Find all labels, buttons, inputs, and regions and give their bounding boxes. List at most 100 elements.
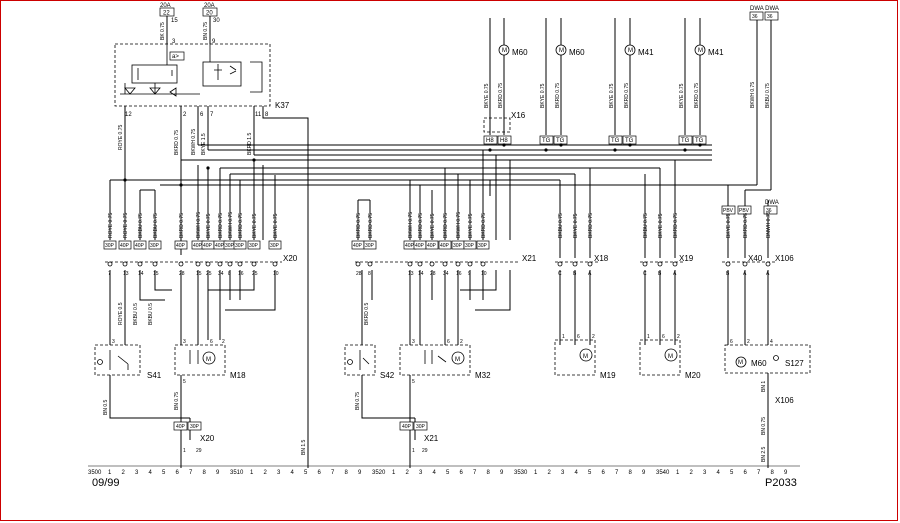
svg-text:M: M — [206, 357, 211, 363]
pin-number: 16 — [238, 271, 244, 277]
connector-tag-text: 40P — [193, 243, 203, 249]
svg-text:6: 6 — [447, 339, 450, 345]
pin-number: 15 — [153, 271, 159, 277]
connector-pin — [442, 261, 448, 267]
svg-text:BKYE 1.5: BKYE 1.5 — [201, 133, 207, 155]
svg-text:ROYE 0.75: ROYE 0.75 — [118, 124, 124, 150]
scale-digit: 8 — [629, 470, 633, 476]
connector-tag-text: 40P — [415, 243, 425, 249]
svg-text:29: 29 — [196, 448, 202, 454]
scale-digit: 3 — [419, 470, 423, 476]
scale-marker: 3500 — [88, 470, 102, 476]
fuse-right: 20A 20 30 — [202, 3, 220, 24]
footer-page: P2033 — [765, 477, 797, 489]
wire-label: ROYE 0.75 — [123, 212, 129, 238]
scale-digit: 1 — [676, 470, 680, 476]
svg-text:TG: TG — [611, 138, 620, 144]
connector-tag — [425, 240, 439, 250]
wire-label: BKRD 0.75 — [368, 213, 374, 238]
scale-digit: 5 — [304, 470, 308, 476]
scale-marker: 3510 — [230, 470, 244, 476]
scale-digit: 9 — [358, 470, 362, 476]
top-tags: H8 H8 TG TG TG TG TG TG — [483, 135, 707, 145]
connector-x21: BKRD 0.75 40P 28 BKRD 0.75 30P 8 BKWH 0.75 40P 1… — [351, 212, 490, 277]
connector-tag — [148, 240, 162, 250]
component-label: K37 — [275, 101, 290, 110]
fuse-pin: 15 — [171, 18, 178, 24]
connector-pin — [429, 261, 435, 267]
scale-digit: 8 — [487, 470, 491, 476]
connector-tag — [174, 240, 188, 250]
connector-pin — [227, 261, 233, 267]
svg-text:X21: X21 — [424, 434, 439, 443]
connector-pin — [417, 261, 423, 267]
scale-digit: 6 — [176, 470, 180, 476]
connector-tag-text: 40P — [120, 243, 130, 249]
wire-label: BKRD 0.75 — [588, 213, 594, 238]
pin-number: 10 — [481, 271, 487, 277]
svg-text:3: 3 — [172, 39, 176, 45]
fuse-rating: 20A — [160, 3, 171, 9]
svg-text:M60: M60 — [569, 48, 585, 57]
connector-pin — [178, 261, 184, 267]
scale-digit: 7 — [473, 470, 477, 476]
svg-text:5: 5 — [412, 379, 415, 385]
connector-tag — [268, 240, 282, 250]
wire-label: BKRD 0.75 — [218, 213, 224, 238]
connector-pin — [467, 261, 473, 267]
wire-label: BKYE 0.75 — [252, 213, 258, 238]
svg-text:2: 2 — [183, 112, 187, 118]
connector-pin — [195, 261, 201, 267]
svg-text:BKYE 0.75: BKYE 0.75 — [679, 83, 685, 108]
svg-text:3: 3 — [112, 339, 115, 345]
svg-text:BKRD 1.5: BKRD 1.5 — [247, 133, 253, 155]
svg-text:PBV: PBV — [723, 208, 734, 214]
pin-number: 8 — [368, 271, 371, 277]
connector-tag — [247, 240, 261, 250]
connector-label: X20 — [283, 254, 298, 263]
wire-label: BKBU 0.75 — [643, 213, 649, 238]
scale-digit: 2 — [548, 470, 552, 476]
svg-text:BN 0.75: BN 0.75 — [174, 392, 180, 410]
connector-pin — [765, 261, 771, 267]
pin-number: 25 — [252, 271, 258, 277]
connector-tag — [133, 240, 147, 250]
svg-text:BKRD 0.75: BKRD 0.75 — [624, 83, 630, 108]
svg-text:BKBU 0.75: BKBU 0.75 — [765, 83, 771, 108]
wire-label: BKRD 0.75 — [743, 213, 749, 238]
connector-pin — [572, 261, 578, 267]
svg-text:M19: M19 — [600, 371, 616, 380]
scale-digit: 1 — [108, 470, 112, 476]
connector-pin — [642, 261, 648, 267]
connector-pin — [480, 261, 486, 267]
pin-number: 28 — [430, 271, 436, 277]
svg-text:M60: M60 — [512, 48, 528, 57]
svg-text:M41: M41 — [638, 48, 654, 57]
wire-label: BKWH 0.75 — [456, 212, 462, 238]
wire-label: BKRD 0.75 — [356, 213, 362, 238]
connector-pin — [272, 261, 278, 267]
scale-digit: 5 — [162, 470, 166, 476]
wire-label: BKWH 0.75 — [196, 212, 202, 238]
svg-text:H8: H8 — [500, 138, 508, 144]
scale-digit: 1 — [392, 470, 396, 476]
svg-text:6: 6 — [577, 334, 580, 340]
connector-label: X21 — [522, 254, 537, 263]
svg-text:BN 1: BN 1 — [761, 381, 767, 392]
connector-pin — [587, 261, 593, 267]
pin-number: 14 — [418, 271, 424, 277]
pin-number: 13 — [408, 271, 414, 277]
svg-text:36: 36 — [752, 14, 758, 20]
connector-tag — [118, 240, 132, 250]
pin-number: 10 — [273, 271, 279, 277]
connector-tag-text: 40P — [215, 243, 225, 249]
connector-pin — [122, 261, 128, 267]
connector-pin — [205, 261, 211, 267]
motor-m20: M M20 — [639, 339, 701, 380]
connector-tag-text: 40P — [427, 243, 437, 249]
connector-pin — [251, 261, 257, 267]
connector-tag-text: 30P — [465, 243, 475, 249]
svg-text:2: 2 — [677, 334, 680, 340]
pin-number: 34 — [443, 271, 449, 277]
